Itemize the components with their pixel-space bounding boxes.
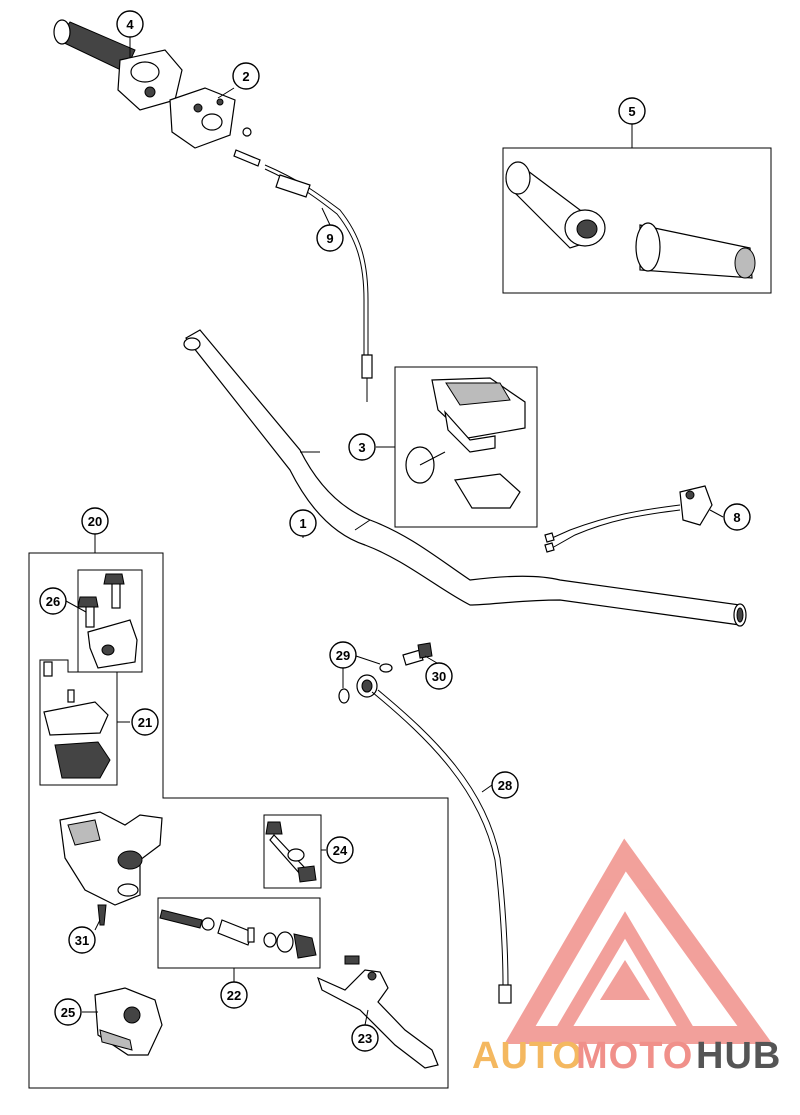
lever-guard-icon <box>94 987 163 1056</box>
svg-text:30: 30 <box>432 669 446 684</box>
washer-icon <box>338 663 393 704</box>
callout-21: 21 <box>131 708 159 736</box>
kill-switch-icon <box>544 485 713 553</box>
clutch-lever-icon <box>317 955 439 1069</box>
bar-pad-icon <box>405 377 526 509</box>
watermark-text-moto: MOTO <box>576 1035 693 1077</box>
bleed-screw-icon <box>265 821 317 883</box>
watermark-logo <box>504 838 773 1044</box>
throttle-grip-icon <box>53 19 183 111</box>
grip-left-icon <box>505 161 606 249</box>
box-bleed-screw <box>263 814 322 889</box>
callout-5: 5 <box>618 97 646 125</box>
callout-1: 1 <box>289 509 317 537</box>
svg-text:4: 4 <box>126 17 134 32</box>
svg-text:3: 3 <box>358 440 365 455</box>
svg-text:26: 26 <box>46 594 60 609</box>
callout-29: 29 <box>329 641 357 669</box>
throttle-cover-icon <box>169 87 236 149</box>
throttle-cable-icon <box>233 127 373 402</box>
callout-2: 2 <box>232 62 260 90</box>
svg-text:21: 21 <box>138 715 152 730</box>
leader-lines <box>65 37 724 1026</box>
grip-right-icon <box>635 222 756 279</box>
box-piston-kit <box>157 897 321 969</box>
svg-text:22: 22 <box>227 988 241 1003</box>
callout-26: 26 <box>39 587 67 615</box>
callout-31: 31 <box>68 926 96 954</box>
callout-24: 24 <box>326 836 354 864</box>
svg-text:5: 5 <box>628 104 635 119</box>
svg-text:28: 28 <box>498 778 512 793</box>
svg-text:9: 9 <box>326 231 333 246</box>
svg-text:23: 23 <box>358 1031 372 1046</box>
callout-25: 25 <box>54 998 82 1026</box>
callout-23: 23 <box>351 1024 379 1052</box>
callout-22: 22 <box>220 981 248 1009</box>
piston-kit-icon <box>159 909 317 959</box>
svg-text:29: 29 <box>336 648 350 663</box>
callout-28: 28 <box>491 771 519 799</box>
hydraulic-line-icon <box>356 674 512 1004</box>
svg-text:20: 20 <box>88 514 102 529</box>
watermark-text-auto: AUTO <box>472 1035 583 1077</box>
callout-9: 9 <box>316 224 344 252</box>
handlebar-icon <box>183 329 747 627</box>
callout-8: 8 <box>723 503 751 531</box>
reservoir-cover-icon <box>43 661 111 779</box>
callout-3: 3 <box>348 433 376 461</box>
svg-text:25: 25 <box>61 1005 75 1020</box>
master-cylinder-icon <box>59 811 163 906</box>
box-grips <box>502 147 772 294</box>
clamp-icon <box>77 573 138 669</box>
svg-text:31: 31 <box>75 933 89 948</box>
watermark-text-hub: HUB <box>696 1035 781 1077</box>
callout-20: 20 <box>81 507 109 535</box>
callout-30: 30 <box>425 662 453 690</box>
box-clutch-master <box>28 552 449 1089</box>
svg-text:2: 2 <box>242 69 249 84</box>
banjo-bolt-icon <box>402 642 433 666</box>
svg-text:24: 24 <box>333 843 348 858</box>
svg-text:1: 1 <box>299 516 306 531</box>
callout-4: 4 <box>116 10 144 38</box>
svg-text:8: 8 <box>733 510 740 525</box>
box-cover <box>39 659 118 786</box>
